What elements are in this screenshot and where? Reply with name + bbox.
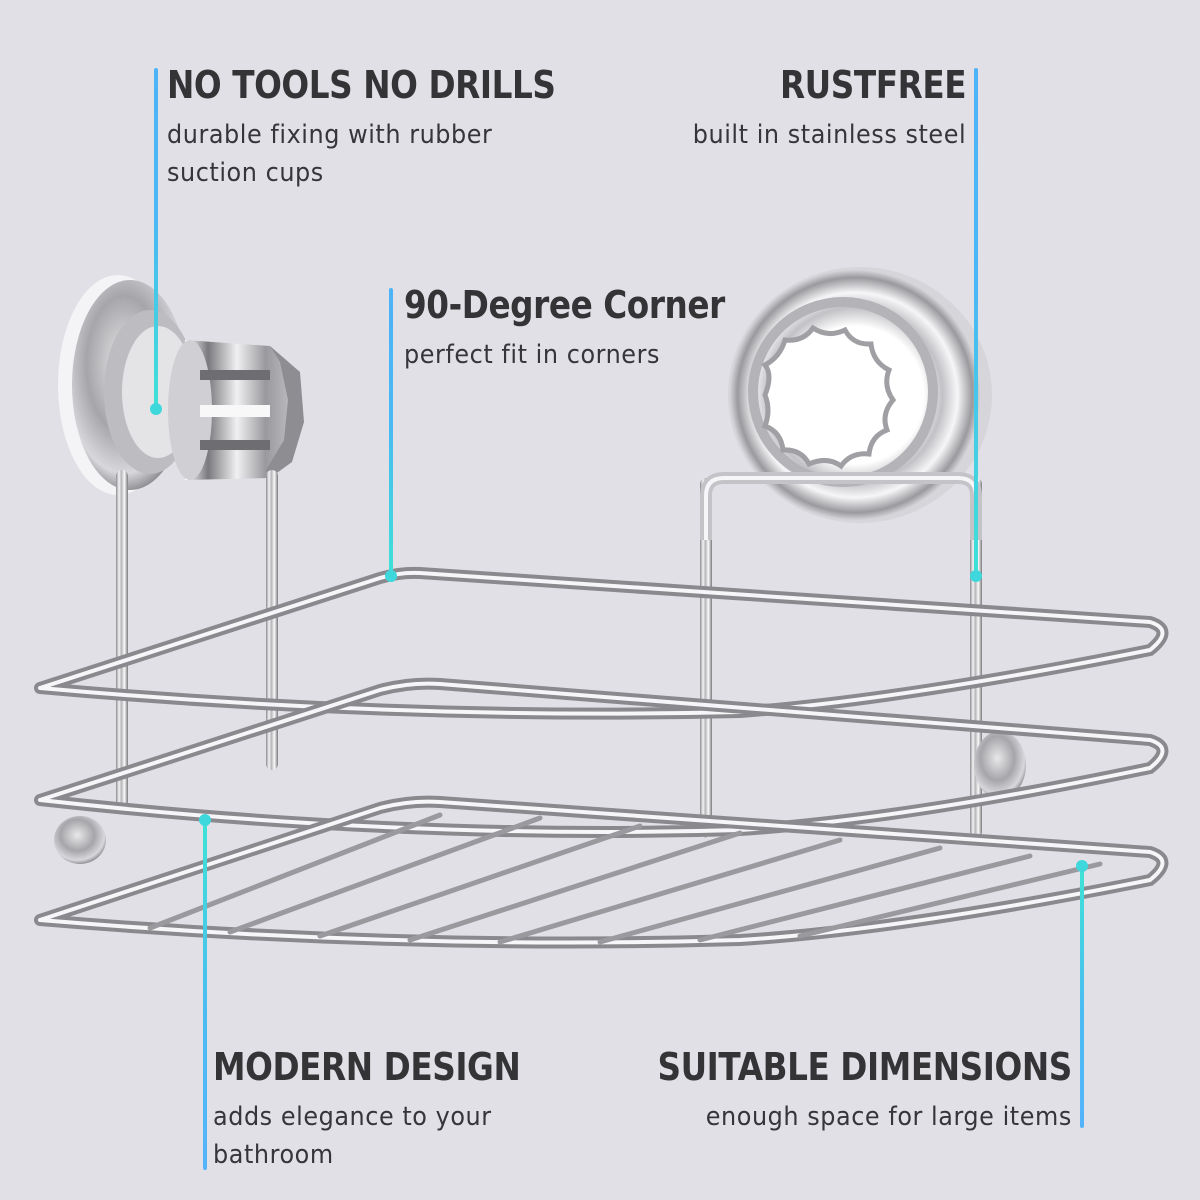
left-suction-cup bbox=[58, 275, 304, 495]
callout-title: SUITABLE DIMENSIONS bbox=[657, 1045, 1073, 1089]
basket-bottom-rail bbox=[34, 795, 1169, 949]
callout-no-tools: NO TOOLS NO DRILLS durable fixing with r… bbox=[167, 66, 619, 192]
leader-line-dimensions bbox=[1080, 866, 1084, 1128]
callout-modern-design: MODERN DESIGN adds elegance to your bath… bbox=[213, 1048, 570, 1174]
callout-title: RUSTFREE bbox=[779, 63, 967, 107]
callout-description: adds elegance to your bathroom bbox=[213, 1102, 492, 1170]
callout-description: perfect fit in corners bbox=[404, 340, 660, 370]
back-frame-wires bbox=[116, 470, 982, 838]
callout-rustfree: RUSTFREE built in stainless steel bbox=[669, 63, 967, 154]
basket-floor-slats bbox=[147, 812, 1103, 945]
callout-description: durable fixing with rubber suction cups bbox=[167, 120, 493, 188]
callout-corner: 90-Degree Corner perfect fit in corners bbox=[404, 286, 777, 374]
callout-description: built in stainless steel bbox=[692, 120, 966, 150]
leader-dot-rustfree bbox=[970, 570, 982, 582]
leader-line-modern-design bbox=[203, 820, 207, 1170]
leader-dot-no-tools bbox=[150, 403, 162, 415]
leader-line-rustfree bbox=[974, 68, 978, 576]
leader-line-no-tools bbox=[154, 68, 158, 408]
callout-title: NO TOOLS NO DRILLS bbox=[167, 63, 556, 107]
wall-stopper-right bbox=[974, 731, 1026, 799]
callout-title: 90-Degree Corner bbox=[404, 283, 725, 327]
callout-dimensions: SUITABLE DIMENSIONS enough space for lar… bbox=[590, 1045, 1073, 1136]
leader-dot-dimensions bbox=[1076, 860, 1088, 872]
leader-dot-corner bbox=[385, 570, 397, 582]
leader-line-corner bbox=[389, 288, 393, 576]
wall-stopper-left bbox=[54, 816, 106, 864]
callout-description: enough space for large items bbox=[705, 1102, 1072, 1132]
leader-dot-modern-design bbox=[199, 814, 211, 826]
callout-title: MODERN DESIGN bbox=[213, 1045, 521, 1089]
